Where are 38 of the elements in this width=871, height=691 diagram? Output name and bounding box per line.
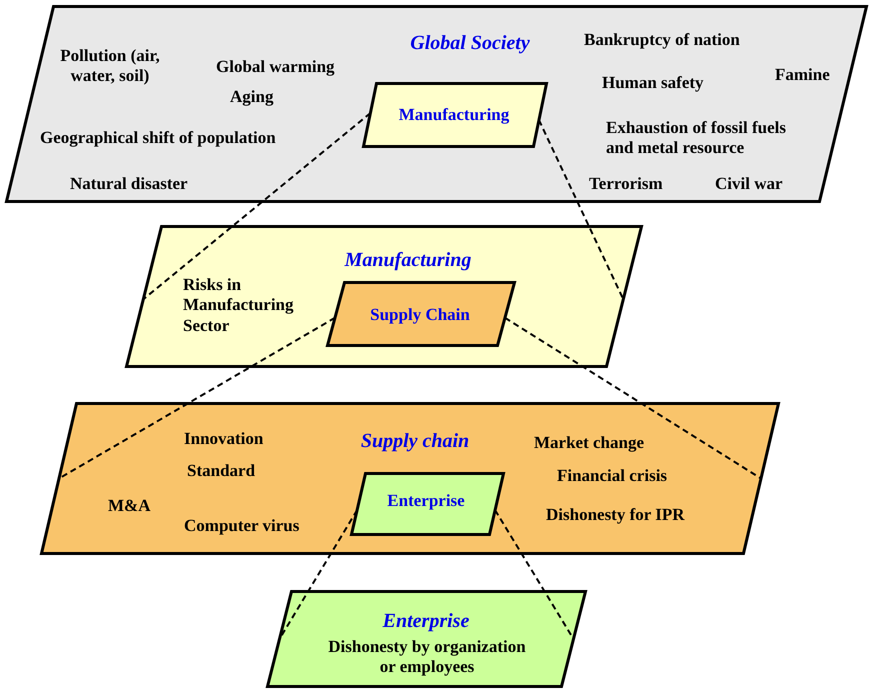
scope-label: Enterprise xyxy=(387,491,465,512)
risk-label: M&A xyxy=(108,496,150,516)
risk-label: Civil war xyxy=(715,174,783,194)
scope-parallelogram xyxy=(326,281,516,347)
risk-label: Risks in Manufacturing Sector xyxy=(183,275,294,336)
risk-label: Global warming xyxy=(216,57,335,78)
layer-parallelogram xyxy=(40,402,780,555)
scope-parallelogram xyxy=(362,82,548,148)
scope-parallelogram xyxy=(350,472,505,536)
connector-line xyxy=(142,112,372,300)
risk-label: Dishonesty for IPR xyxy=(546,505,685,526)
risk-label: Bankruptcy of nation xyxy=(584,30,740,50)
layer-heading: Manufacturing xyxy=(344,248,472,272)
connector-line xyxy=(504,316,762,480)
scope-label: Supply Chain xyxy=(370,305,470,326)
risk-label: Terrorism xyxy=(589,174,663,194)
risk-label: Standard xyxy=(187,461,256,482)
risk-label: Geographical shift of population xyxy=(40,128,276,148)
layer-parallelogram xyxy=(266,590,587,688)
risk-label: Exhaustion of fossil fuels and metal resource xyxy=(606,118,787,159)
risk-label: Dishonesty by organization or employees xyxy=(327,637,527,678)
layer-heading: Global Society xyxy=(410,31,530,55)
layer-heading: Supply chain xyxy=(360,429,470,453)
connector-line xyxy=(538,120,624,300)
connector-line xyxy=(58,316,336,480)
risk-label: Innovation xyxy=(184,429,264,450)
scope-label: Manufacturing xyxy=(398,105,510,126)
risk-label: Computer virus xyxy=(184,516,300,536)
risk-label: Aging xyxy=(230,87,274,108)
risk-label: Market change xyxy=(534,433,644,454)
risk-label: Financial crisis xyxy=(557,466,668,486)
risk-label: Pollution (air, water, soil) xyxy=(59,46,161,87)
risk-label: Natural disaster xyxy=(70,174,188,194)
layer-parallelogram xyxy=(5,5,868,203)
layer-heading: Enterprise xyxy=(382,609,470,633)
layer-parallelogram xyxy=(125,225,643,368)
risk-label: Human safety xyxy=(602,73,704,94)
risk-label: Famine xyxy=(775,65,830,86)
